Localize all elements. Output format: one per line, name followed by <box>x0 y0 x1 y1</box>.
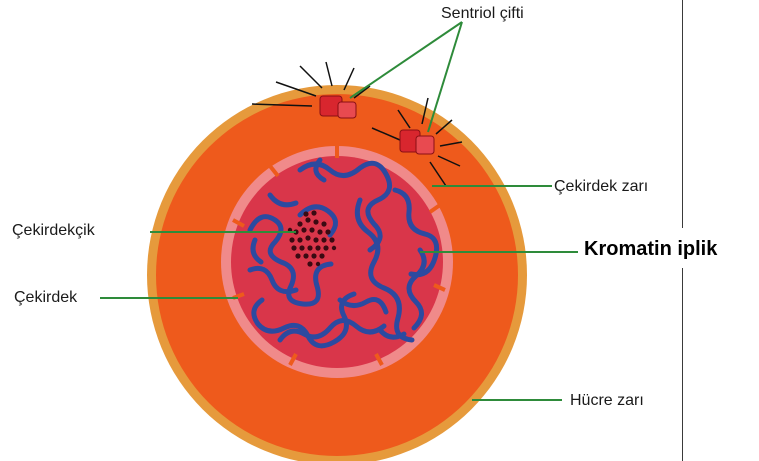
leader-centriole-1 <box>350 22 462 98</box>
label-centriole-pair: Sentriol çifti <box>441 5 524 23</box>
label-nucleus: Çekirdek <box>14 289 77 307</box>
label-cell-membrane: Hücre zarı <box>570 392 644 410</box>
label-nuclear-membrane: Çekirdek zarı <box>554 178 648 196</box>
leader-centriole-2 <box>428 22 462 132</box>
label-chromatin: Kromatin iplik <box>584 238 717 261</box>
label-nucleolus: Çekirdekçik <box>12 222 95 240</box>
